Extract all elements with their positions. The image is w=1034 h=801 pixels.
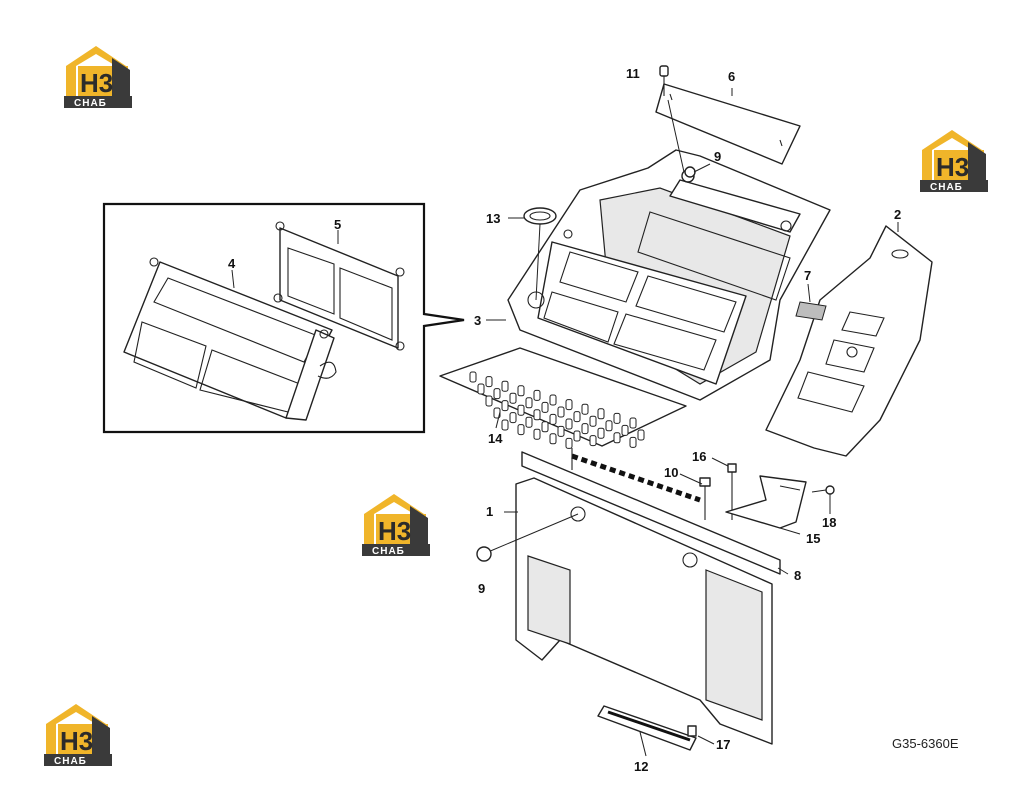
mat-hole	[501, 380, 509, 392]
mat-hole	[637, 429, 645, 441]
mat-hole	[589, 415, 597, 427]
mat-hole	[525, 416, 533, 428]
mat-hole	[565, 399, 573, 411]
logo-letters: H3	[60, 726, 93, 756]
mat-hole	[501, 419, 509, 431]
part-17-screw	[687, 725, 697, 737]
callout-16: 16	[692, 449, 706, 464]
leader-lines	[231, 88, 899, 757]
mat-hole	[589, 435, 597, 447]
logo-letters: H3	[80, 68, 113, 98]
callout-9-lower: 9	[478, 581, 485, 596]
part-13-cup-holder	[523, 207, 557, 301]
part-11-screw	[659, 65, 669, 96]
mat-hole	[597, 427, 605, 439]
mat-hole	[565, 437, 573, 449]
logo-letters: H3	[378, 516, 411, 546]
part-3-console-housing	[507, 149, 831, 401]
mat-hole	[485, 395, 493, 407]
mat-hole	[469, 371, 477, 383]
part-18-screw	[811, 485, 835, 495]
mat-hole	[533, 409, 541, 421]
callout-2: 2	[894, 207, 901, 222]
mat-hole	[629, 417, 637, 429]
mat-hole	[605, 420, 613, 432]
part-8-mounting-rail	[521, 448, 781, 575]
callout-5: 5	[334, 217, 341, 232]
part-6-cover-plate	[655, 83, 801, 173]
mat-hole	[581, 403, 589, 415]
mat-hole	[493, 388, 501, 400]
mat-hole	[509, 392, 517, 404]
mat-hole	[485, 376, 493, 388]
callout-3: 3	[474, 313, 481, 328]
logo-caption: СНАБ	[54, 756, 87, 767]
part-5-mesh-screen	[273, 221, 405, 351]
callout-13: 13	[486, 211, 500, 226]
callout-7: 7	[804, 268, 811, 283]
brand-logo: H3 СНАБ	[44, 704, 112, 767]
mat-hole	[557, 425, 565, 437]
mat-hole	[517, 404, 525, 416]
mat-hole	[613, 432, 621, 444]
mat-hole	[501, 400, 509, 412]
mat-hole	[573, 430, 581, 442]
brand-logo: H3 СНАБ	[362, 494, 430, 557]
logo-caption: СНАБ	[930, 182, 963, 193]
mat-hole	[525, 397, 533, 409]
detail-inset	[102, 202, 465, 434]
mat-hole	[533, 428, 541, 440]
logo-letters: H3	[936, 152, 969, 182]
callout-9-upper: 9	[714, 149, 721, 164]
callout-14: 14	[488, 431, 503, 446]
logo-caption: СНАБ	[74, 98, 107, 109]
mat-hole	[597, 408, 605, 420]
callout-1: 1	[486, 504, 493, 519]
callout-17: 17	[716, 737, 730, 752]
part-2-side-panel	[765, 225, 933, 457]
mat-hole	[557, 406, 565, 418]
callout-4: 4	[228, 256, 236, 271]
mat-hole	[549, 394, 557, 406]
part-7-decal	[795, 301, 827, 321]
callout-8: 8	[794, 568, 801, 583]
brand-logo: H3 СНАБ	[64, 46, 132, 109]
mat-hole	[541, 421, 549, 433]
callout-10: 10	[664, 465, 678, 480]
mat-hole	[549, 433, 557, 445]
mat-hole	[581, 423, 589, 435]
brand-logo: H3 СНАБ	[920, 130, 988, 193]
part-14-floor-mat	[439, 347, 687, 449]
mat-hole	[509, 412, 517, 424]
mat-hole	[629, 436, 637, 448]
mat-hole-pattern	[469, 371, 645, 449]
callout-6: 6	[728, 69, 735, 84]
mat-hole	[549, 413, 557, 425]
drawing-code: G35-6360E	[892, 736, 959, 751]
part-1-rear-panel	[487, 477, 773, 745]
callout-11: 11	[626, 66, 640, 81]
mat-hole	[517, 385, 525, 397]
callout-12: 12	[634, 759, 648, 774]
part-10-bolt	[699, 477, 711, 520]
mat-hole	[477, 383, 485, 395]
part-12-strip	[597, 705, 697, 751]
part-4-filter-frame	[123, 257, 337, 421]
callout-18: 18	[822, 515, 836, 530]
mat-hole	[621, 424, 629, 436]
part-15-bracket	[725, 475, 807, 529]
mat-hole	[573, 411, 581, 423]
mat-hole	[565, 418, 573, 430]
mat-hole	[613, 412, 621, 424]
mat-hole	[533, 389, 541, 401]
part-9-knob	[476, 546, 492, 562]
logo-caption: СНАБ	[372, 546, 405, 557]
mat-hole	[541, 401, 549, 413]
mat-hole	[517, 424, 525, 436]
part-9-knob	[684, 166, 696, 178]
callout-15: 15	[806, 531, 820, 546]
